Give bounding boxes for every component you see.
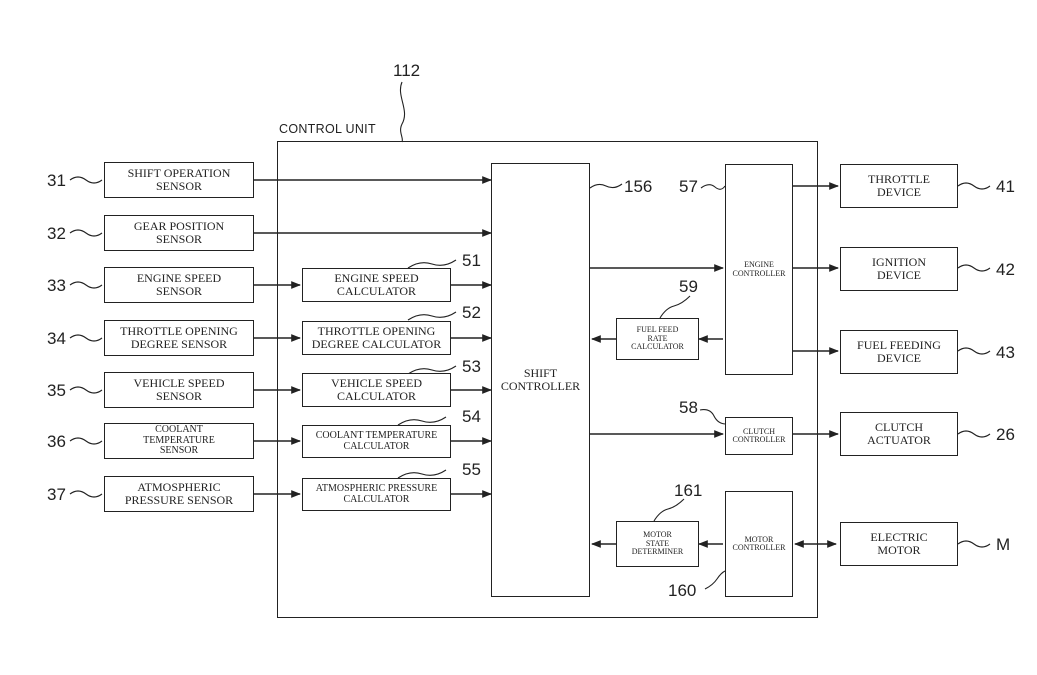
throttle-opening-degree-calculator: THROTTLE OPENING DEGREE CALCULATOR <box>302 321 451 355</box>
engine-speed-sensor: ENGINE SPEED SENSOR <box>104 267 254 303</box>
clutch-controller: CLUTCH CONTROLLER <box>725 417 793 455</box>
ref-calculator-53: 53 <box>462 357 481 376</box>
ref-sensor-34: 34 <box>47 329 66 348</box>
ref-calculator-54: 54 <box>462 407 481 426</box>
leader-161 <box>653 498 685 522</box>
leader-36 <box>69 437 103 445</box>
ref-calculator-52: 52 <box>462 303 481 322</box>
ignition-device: IGNITION DEVICE <box>840 247 958 291</box>
leader-160 <box>704 570 726 590</box>
leader-156 <box>589 183 623 189</box>
ref-sensor-31: 31 <box>47 171 66 190</box>
leader-59 <box>659 295 691 319</box>
ref-sensor-37: 37 <box>47 485 66 504</box>
control-unit-title: CONTROL UNIT <box>279 122 376 136</box>
ref-calculator-51: 51 <box>462 251 481 270</box>
vehicle-speed-calculator: VEHICLE SPEED CALCULATOR <box>302 373 451 407</box>
fuel-feed-rate-calculator: FUEL FEED RATE CALCULATOR <box>616 318 699 360</box>
leader-M <box>957 540 991 548</box>
atmospheric-pressure-calculator: ATMOSPHERIC PRESSURE CALCULATOR <box>302 478 451 511</box>
throttle-device: THROTTLE DEVICE <box>840 164 958 208</box>
leader-42 <box>957 264 991 272</box>
ref-sensor-32: 32 <box>47 224 66 243</box>
electric-motor: ELECTRIC MOTOR <box>840 522 958 566</box>
ref-sensor-33: 33 <box>47 276 66 295</box>
leader-52 <box>407 311 457 321</box>
ref-motor-state-determiner: 161 <box>674 481 703 500</box>
vehicle-speed-sensor: VEHICLE SPEED SENSOR <box>104 372 254 408</box>
ref-shift-controller: 156 <box>624 177 653 196</box>
coolant-temperature-calculator: COOLANT TEMPERATURE CALCULATOR <box>302 425 451 458</box>
ref-engine-controller: 57 <box>679 177 698 196</box>
leader-41 <box>957 182 991 190</box>
ref-output-41: 41 <box>996 177 1015 196</box>
ref-sensor-36: 36 <box>47 432 66 451</box>
coolant-temperature-sensor: COOLANT TEMPERATURE SENSOR <box>104 423 254 459</box>
engine-controller: ENGINE CONTROLLER <box>725 164 793 375</box>
ref-fuel-feed-rate-calculator: 59 <box>679 277 698 296</box>
leader-33 <box>69 281 103 289</box>
motor-controller: MOTOR CONTROLLER <box>725 491 793 597</box>
shift-controller: SHIFT CONTROLLER <box>491 163 590 597</box>
leader-51 <box>407 259 457 269</box>
throttle-opening-degree-sensor: THROTTLE OPENING DEGREE SENSOR <box>104 320 254 356</box>
ref-output-43: 43 <box>996 343 1015 362</box>
engine-speed-calculator: ENGINE SPEED CALCULATOR <box>302 268 451 302</box>
gear-position-sensor: GEAR POSITION SENSOR <box>104 215 254 251</box>
leader-53 <box>407 365 457 375</box>
leader-34 <box>69 334 103 342</box>
leader-54 <box>397 416 447 426</box>
leader-57 <box>700 184 726 190</box>
ref-output-26: 26 <box>996 425 1015 444</box>
fuel-feeding-device: FUEL FEEDING DEVICE <box>840 330 958 374</box>
leader-43 <box>957 347 991 355</box>
leader-32 <box>69 229 103 237</box>
ref-calculator-55: 55 <box>462 460 481 479</box>
ref-control-unit: 112 <box>393 61 421 80</box>
atmospheric-pressure-sensor: ATMOSPHERIC PRESSURE SENSOR <box>104 476 254 512</box>
leader-37 <box>69 490 103 498</box>
motor-state-determiner: MOTOR STATE DETERMINER <box>616 521 699 567</box>
ref-sensor-35: 35 <box>47 381 66 400</box>
shift-operation-sensor: SHIFT OPERATION SENSOR <box>104 162 254 198</box>
ref-clutch-controller: 58 <box>679 398 698 417</box>
leader-26 <box>957 430 991 438</box>
ref-output-M: M <box>996 535 1011 554</box>
ref-motor-controller: 160 <box>668 581 697 600</box>
leader-112 <box>400 81 406 143</box>
leader-58 <box>699 409 727 425</box>
leader-55 <box>397 469 447 479</box>
control-unit-frame <box>277 141 818 618</box>
leader-31 <box>69 176 103 184</box>
ref-output-42: 42 <box>996 260 1015 279</box>
clutch-actuator: CLUTCH ACTUATOR <box>840 412 958 456</box>
leader-35 <box>69 386 103 394</box>
